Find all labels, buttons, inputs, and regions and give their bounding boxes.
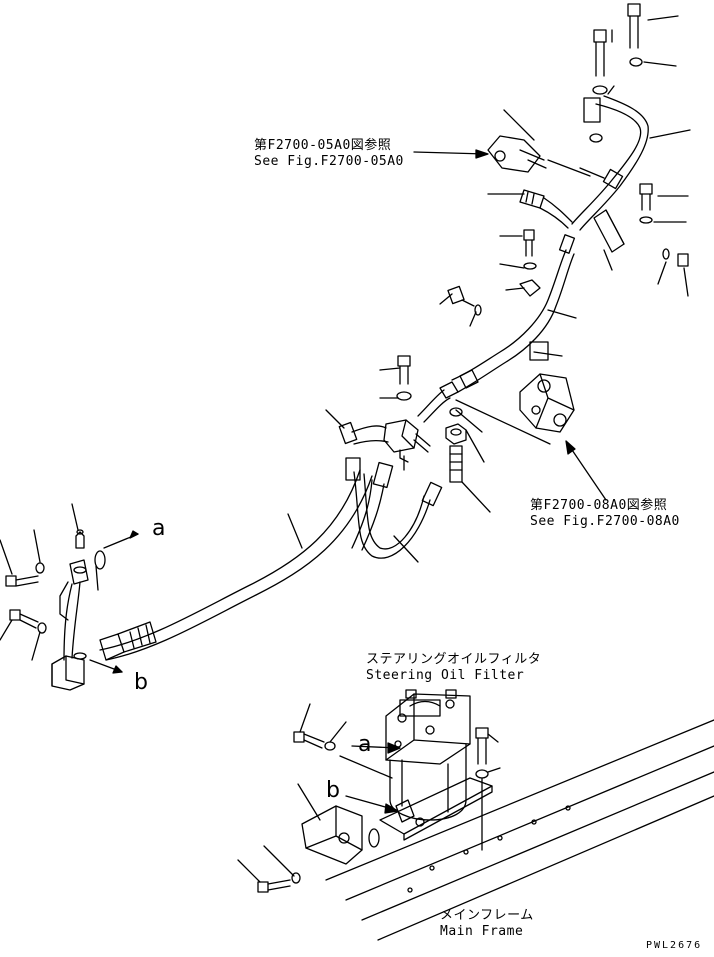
frame-label-jp: メインフレーム xyxy=(440,908,534,923)
arrows-ab-filter xyxy=(345,742,401,814)
pipe-fitting-left xyxy=(99,621,157,661)
filter-label-jp: ステアリングオイルフィルタ xyxy=(366,652,542,667)
marker-b-filter: b xyxy=(326,778,340,803)
filter-bracket xyxy=(379,777,493,841)
hex-nut-and-fitting xyxy=(445,407,467,483)
upper-leaders xyxy=(287,15,691,563)
left-oring xyxy=(73,550,106,660)
marker-b-left: b xyxy=(134,670,148,695)
filter-label-en: Steering Oil Filter xyxy=(366,668,525,683)
frame-label-en: Main Frame xyxy=(440,924,524,939)
filter-bolts xyxy=(257,727,489,893)
drawing-code: PWL2676 xyxy=(646,940,703,951)
ref-top-jp: 第F2700-05A0図参照 xyxy=(254,138,392,153)
marker-a-left: a xyxy=(152,516,166,541)
upper-bolts xyxy=(589,3,689,267)
left-leaders xyxy=(0,503,99,661)
steering-oil-filter xyxy=(385,689,471,821)
main-pipe xyxy=(99,469,373,661)
center-bolt xyxy=(396,355,412,401)
filter-leaders xyxy=(237,703,501,883)
ref-mid-en: See Fig.F2700-08A0 xyxy=(530,514,680,529)
ref-mid-jp: 第F2700-08A0図参照 xyxy=(530,498,668,513)
arrows-ab-left xyxy=(89,530,139,674)
left-valve-block xyxy=(51,529,89,691)
bracket-plate xyxy=(593,209,625,253)
upper-valve xyxy=(487,109,547,173)
left-bolts xyxy=(5,562,47,634)
marker-a-filter: a xyxy=(358,732,372,757)
ref-top-en: See Fig.F2700-05A0 xyxy=(254,154,404,169)
center-tee-fitting xyxy=(338,419,431,463)
reference-arrows xyxy=(413,149,607,501)
center-hose-upper xyxy=(417,234,576,423)
filter-block xyxy=(301,805,363,865)
main-frame xyxy=(325,719,714,941)
hose-pair-down xyxy=(345,457,443,559)
upper-hose xyxy=(519,189,573,229)
right-valve xyxy=(519,373,575,433)
clamp-bracket xyxy=(447,229,549,361)
upper-pipe xyxy=(571,95,649,231)
